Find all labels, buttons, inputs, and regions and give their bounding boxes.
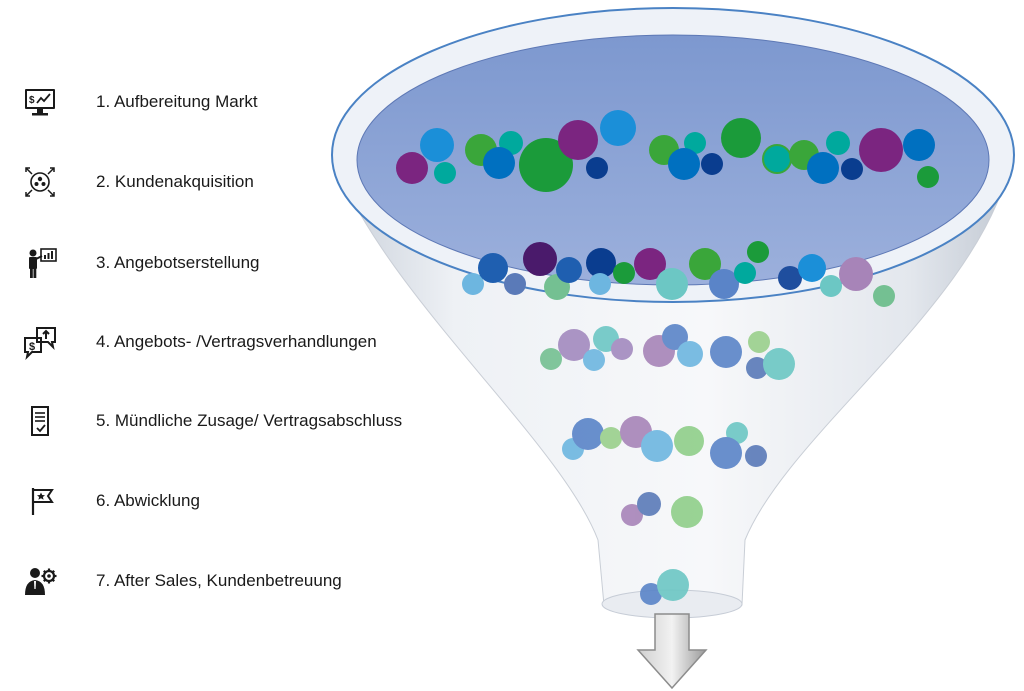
bubble [798, 254, 826, 282]
bubble [671, 496, 703, 528]
stage-label: 3. Angebotserstellung [96, 253, 260, 272]
bubble [572, 418, 604, 450]
bubble [462, 273, 484, 295]
bubble [600, 110, 636, 146]
bubble [668, 148, 700, 180]
bubbles-top [396, 110, 939, 192]
bubble [859, 128, 903, 172]
bubble [611, 338, 633, 360]
svg-text:$: $ [29, 95, 35, 106]
bubble [396, 152, 428, 184]
bubble [613, 262, 635, 284]
presenter-chart-icon [29, 248, 57, 278]
bubble [674, 426, 704, 456]
stage-1: $ 1. Aufbereitung Markt [0, 82, 460, 122]
bubble [621, 504, 643, 526]
stage-4: $ 4. Angebots- /Vertragsverhandlungen [0, 322, 460, 362]
bubble [778, 266, 802, 290]
stage-label: 7. After Sales, Kundenbetreuung [96, 571, 342, 590]
bubble [434, 162, 456, 184]
stage-6: 6. Abwicklung [0, 481, 460, 521]
stage-3: 3. Angebotserstellung [0, 243, 460, 283]
bubble [746, 357, 768, 379]
bubble [763, 348, 795, 380]
bubble [478, 253, 508, 283]
bubble [677, 341, 703, 367]
bubble [558, 329, 590, 361]
stage-label: 4. Angebots- /Vertragsverhandlungen [96, 332, 377, 351]
bubble [710, 437, 742, 469]
bubble [637, 492, 661, 516]
bubble [748, 331, 770, 353]
bubble [903, 129, 935, 161]
bubble [873, 285, 895, 307]
stage-label: 5. Mündliche Zusage/ Vertragsabschluss [96, 411, 403, 430]
stage-2: 2. Kundenakquisition [0, 162, 460, 202]
bubble [523, 242, 557, 276]
bubble [917, 166, 939, 188]
bubble [641, 430, 673, 462]
support-agent-gear-icon [25, 568, 57, 595]
bubble [656, 268, 688, 300]
negotiation-dollar-icon: $ [24, 327, 56, 360]
down-arrow-icon [636, 613, 708, 690]
bubble [826, 131, 850, 155]
bubble [684, 132, 706, 154]
bubble [710, 336, 742, 368]
contract-document-icon [31, 406, 49, 436]
bubble [640, 583, 662, 605]
svg-text:$: $ [29, 341, 35, 353]
bubble [556, 257, 582, 283]
customer-network-icon [25, 167, 55, 197]
bubble [762, 144, 792, 174]
bubble [583, 349, 605, 371]
monitor-chart-icon: $ [25, 89, 55, 116]
bubble [820, 275, 842, 297]
bubbles-body [540, 324, 795, 605]
bubble [689, 248, 721, 280]
bubble [709, 269, 739, 299]
flag-star-icon [31, 488, 54, 515]
bubble [807, 152, 839, 184]
bubble [721, 118, 761, 158]
bubble [589, 273, 611, 295]
bubble [586, 157, 608, 179]
bubble [657, 569, 689, 601]
bubble [745, 445, 767, 467]
bubble [586, 248, 616, 278]
bubble [540, 348, 562, 370]
stage-5: 5. Mündliche Zusage/ Vertragsabschluss [0, 401, 460, 441]
bubble [747, 241, 769, 263]
bubble [734, 262, 756, 284]
bubble [600, 427, 622, 449]
stage-label: 2. Kundenakquisition [96, 172, 254, 191]
bubble [420, 128, 454, 162]
bubbles-rim [462, 241, 895, 307]
bubble [839, 257, 873, 291]
bubble [841, 158, 863, 180]
bubble [558, 120, 598, 160]
bubble [483, 147, 515, 179]
stage-7: 7. After Sales, Kundenbetreuung [0, 561, 460, 601]
stage-label: 6. Abwicklung [96, 491, 200, 510]
bubble [662, 324, 688, 350]
bubble [634, 248, 666, 280]
bubble [701, 153, 723, 175]
bubble [504, 273, 526, 295]
bubble [519, 138, 573, 192]
stage-label: 1. Aufbereitung Markt [96, 92, 258, 111]
